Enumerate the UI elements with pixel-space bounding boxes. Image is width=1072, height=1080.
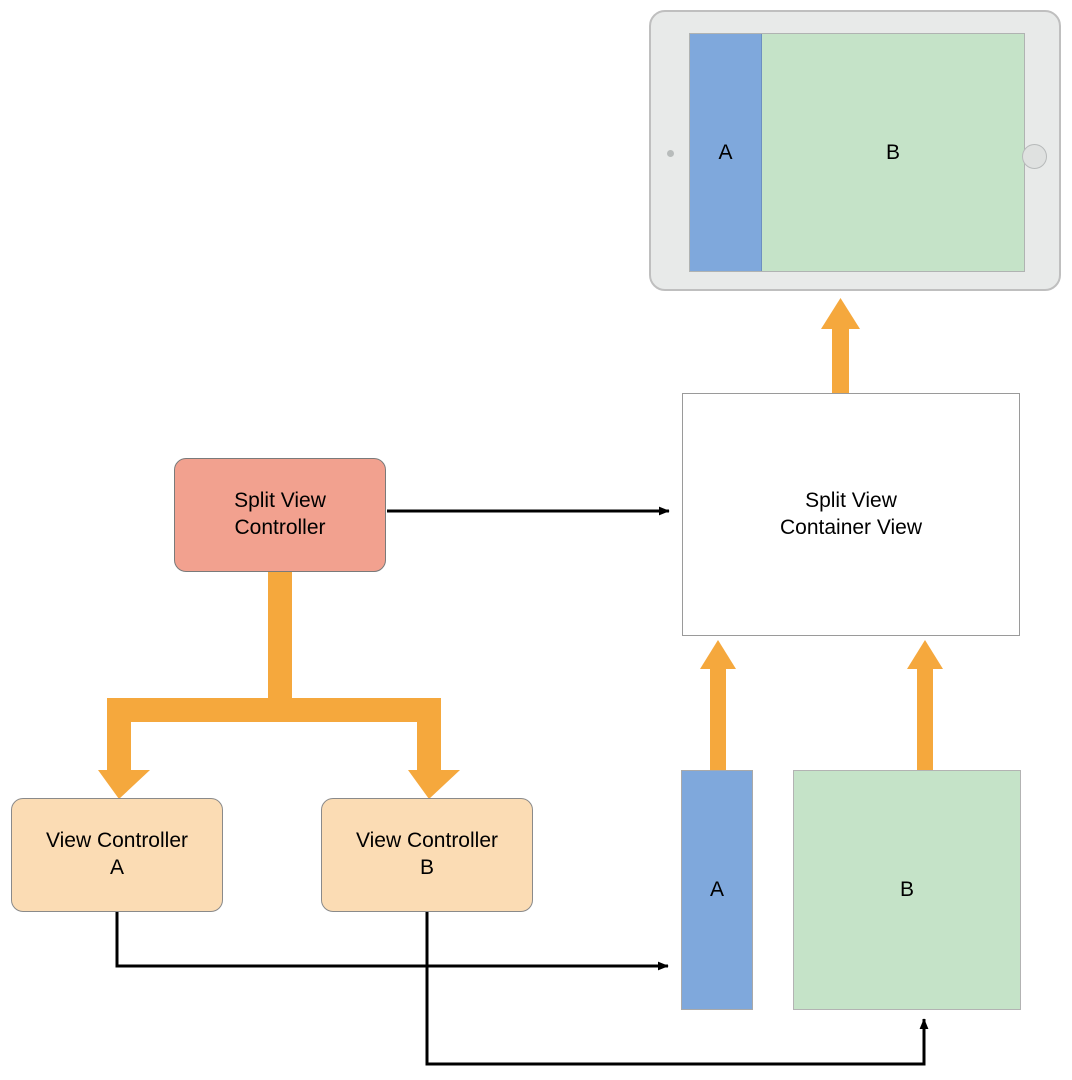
connector-svc-to-view-controllers: [98, 571, 460, 799]
node-split-view-container-view: Split View Container View: [682, 393, 1020, 636]
connector-view-a-to-container-view: [700, 640, 736, 771]
tablet-screen: A B: [689, 33, 1025, 272]
home-button-icon: [1022, 144, 1047, 169]
node-view-b: B: [793, 770, 1021, 1010]
connector-container-view-to-device: [821, 298, 860, 394]
node-split-view-controller: Split View Controller: [174, 458, 386, 572]
node-view-a: A: [681, 770, 753, 1010]
node-view-controller-a: View Controller A: [11, 798, 223, 912]
node-view-controller-b: View Controller B: [321, 798, 533, 912]
camera-icon: [667, 150, 674, 157]
tablet-device: A B: [649, 10, 1061, 291]
tablet-pane-a: A: [690, 34, 762, 271]
connector-view-b-to-container-view: [907, 640, 943, 771]
connector-vc-a-to-view-a: [115, 912, 669, 971]
tablet-pane-b: B: [762, 34, 1024, 271]
